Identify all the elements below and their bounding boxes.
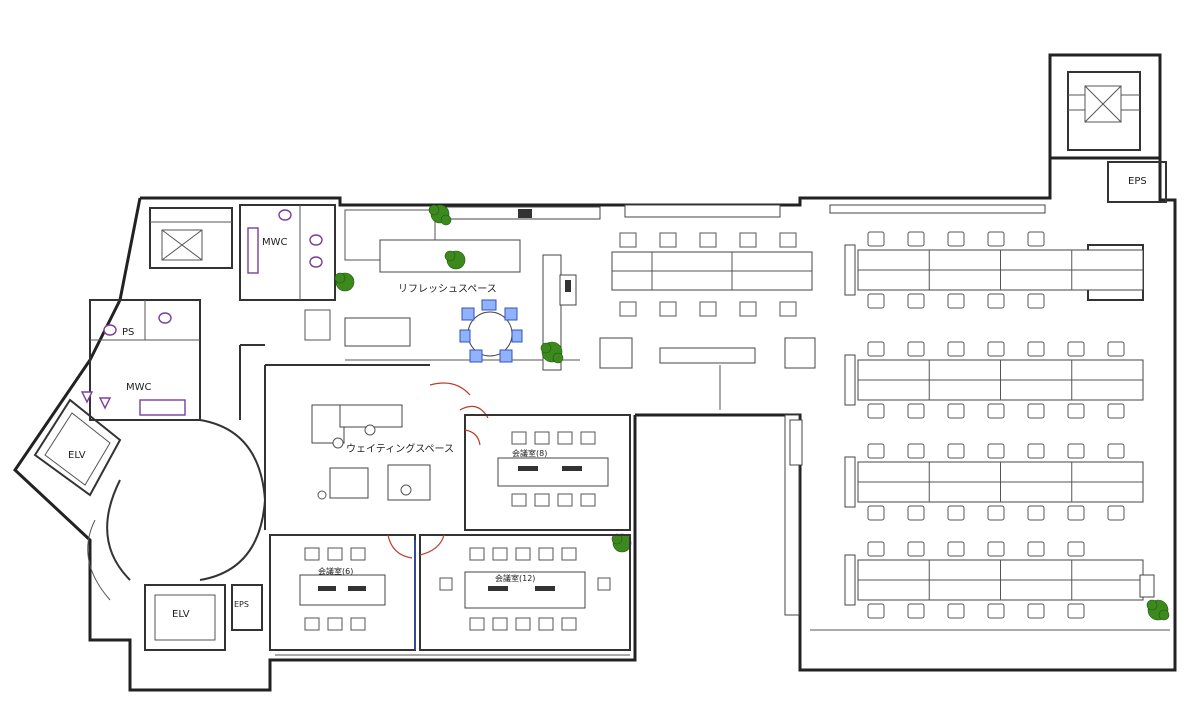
office-chair — [1067, 403, 1085, 419]
office-chair — [987, 293, 1005, 309]
waiting-space: ウェイティングスペース — [264, 364, 489, 530]
office-chair — [867, 505, 885, 521]
office-chair — [907, 443, 925, 459]
office-chair — [947, 293, 965, 309]
plant-icon — [428, 204, 452, 226]
elv-bottom-label: ELV — [172, 609, 190, 620]
meeting-room-12: 会議室(12) — [419, 534, 631, 651]
elevator-left: ELV — [33, 398, 122, 497]
refresh-space: リフレッシュスペース — [344, 206, 601, 371]
office-chair — [867, 293, 885, 309]
stair-core-left — [149, 207, 233, 269]
mwc-top-label: MWC — [262, 237, 288, 248]
office-chair — [987, 403, 1005, 419]
office-chair — [1027, 341, 1045, 357]
elv-left-label: ELV — [68, 450, 86, 461]
plant-icon — [1146, 599, 1170, 621]
office-chair — [987, 541, 1005, 557]
office-chair — [947, 403, 965, 419]
office-chair — [907, 603, 925, 619]
waiting-space-label: ウェイティングスペース — [346, 442, 454, 455]
meeting-room-8: 会議室(8) — [464, 414, 631, 531]
office-chair — [1027, 603, 1045, 619]
office-chair — [1067, 505, 1085, 521]
meeting-room-12-label: 会議室(12) — [495, 573, 535, 583]
eps-right-room: EPS — [1107, 161, 1167, 203]
office-chair — [867, 443, 885, 459]
office-chair — [1067, 541, 1085, 557]
office-chair — [867, 541, 885, 557]
eps-left-label: EPS — [234, 600, 249, 609]
office-chair — [987, 603, 1005, 619]
office-chair — [867, 403, 885, 419]
plants — [334, 204, 1170, 621]
office-chair — [1027, 293, 1045, 309]
meeting-room-6: 会議室(6) — [269, 534, 416, 651]
office-chair — [867, 231, 885, 247]
elevator-hall — [87, 344, 267, 601]
restroom-left: PS MWC — [80, 299, 201, 421]
office-chair — [1027, 505, 1045, 521]
outer-walls — [13, 53, 1177, 692]
side-shelving — [784, 204, 1170, 631]
office-chair — [1027, 541, 1045, 557]
office-chair — [907, 541, 925, 557]
eps-right-label: EPS — [1128, 176, 1147, 187]
office-chair — [987, 341, 1005, 357]
office-chair — [907, 505, 925, 521]
office-chair — [1107, 403, 1125, 419]
office-chair — [1107, 443, 1125, 459]
office-chair — [947, 603, 965, 619]
refresh-space-label: リフレッシュスペース — [398, 284, 497, 295]
office-chair — [867, 341, 885, 357]
plant-icon — [334, 272, 355, 292]
mwc-left-label: MWC — [126, 382, 152, 393]
office-chair — [1027, 231, 1045, 247]
office-desk-banks — [844, 231, 1144, 619]
office-chair — [1027, 403, 1045, 419]
office-chair — [907, 231, 925, 247]
restroom-top: MWC — [239, 204, 336, 341]
office-chair — [867, 603, 885, 619]
plant-icon — [611, 533, 632, 553]
office-chair — [987, 505, 1005, 521]
office-desk-block-top — [599, 204, 816, 410]
office-chair — [947, 231, 965, 247]
meeting-room-8-label: 会議室(8) — [512, 448, 547, 458]
office-chair — [947, 341, 965, 357]
office-chair — [947, 541, 965, 557]
office-chair — [907, 341, 925, 357]
elevator-bottom: ELV — [144, 584, 226, 651]
ps-label: PS — [122, 327, 134, 338]
office-chair — [1067, 443, 1085, 459]
office-chair — [947, 505, 965, 521]
office-chair — [907, 403, 925, 419]
plant-icon — [540, 341, 564, 364]
office-chair — [1027, 443, 1045, 459]
eps-left-room: EPS — [231, 584, 263, 631]
meeting-room-6-label: 会議室(6) — [318, 566, 353, 576]
office-chair — [1067, 603, 1085, 619]
stair-core-right — [1067, 71, 1141, 151]
office-chair — [1107, 505, 1125, 521]
office-chair — [987, 231, 1005, 247]
office-chair — [987, 443, 1005, 459]
office-chair — [1107, 341, 1125, 357]
plant-icon — [444, 250, 466, 270]
office-chair — [1067, 341, 1085, 357]
office-chair — [907, 293, 925, 309]
office-chair — [947, 443, 965, 459]
